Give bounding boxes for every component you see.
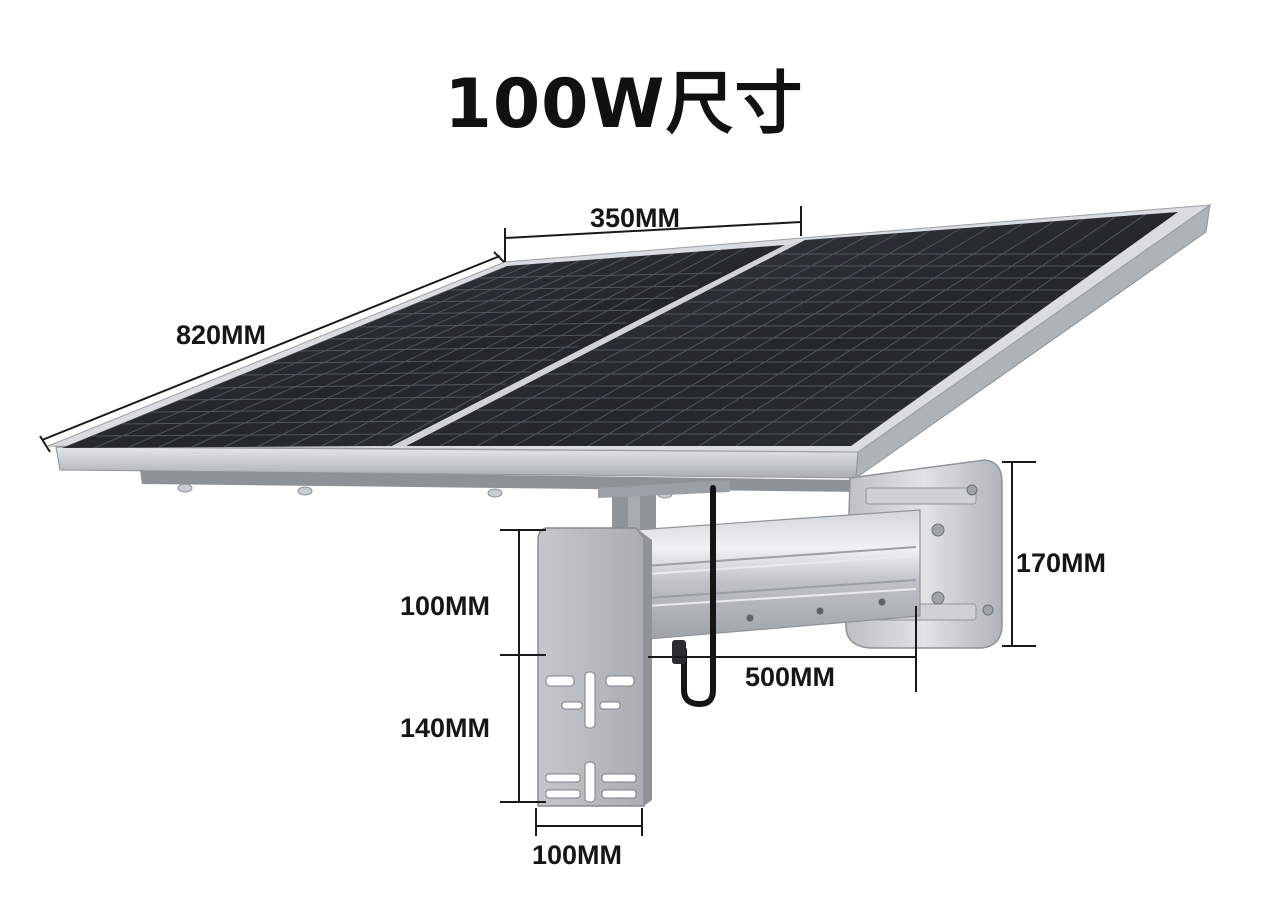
page-title: 100W尺寸 — [444, 65, 804, 144]
solar-panel — [47, 203, 1212, 499]
cable — [681, 485, 716, 708]
dimension-label-mount-height: 170MM — [1016, 548, 1107, 578]
dimension-label-panel-width: 350MM — [590, 203, 681, 233]
solar-module-right — [406, 212, 1178, 446]
support-arm — [635, 509, 921, 641]
dimension-label-bracket-lower: 140MM — [400, 713, 491, 743]
mounting-plate — [537, 527, 652, 807]
dimension-label-bracket-width: 100MM — [532, 840, 623, 870]
dimension-label-arm-length: 500MM — [745, 662, 836, 692]
dimension-label-bracket-upper: 100MM — [400, 591, 491, 621]
dimension-label-panel-length: 820MM — [176, 320, 267, 350]
dimension-lines — [39, 206, 1036, 836]
